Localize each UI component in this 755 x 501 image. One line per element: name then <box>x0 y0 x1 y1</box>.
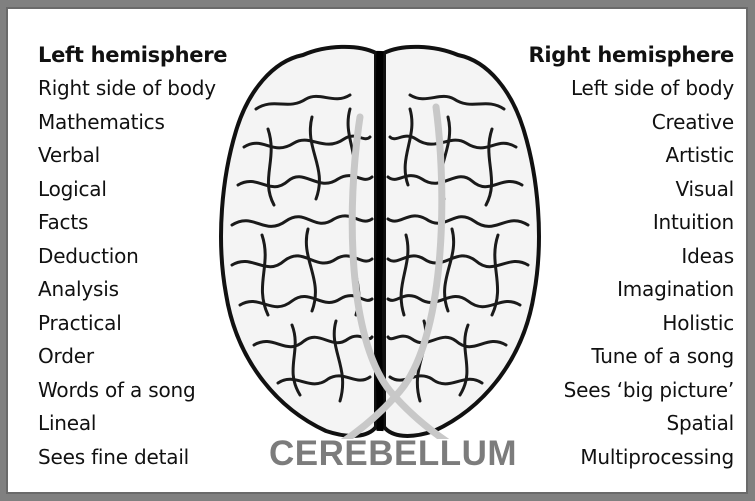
left-item: Right side of body <box>38 72 227 106</box>
left-item: Practical <box>38 307 227 341</box>
left-item: Verbal <box>38 139 227 173</box>
left-item: Deduction <box>38 240 227 274</box>
right-item: Intuition <box>529 206 735 240</box>
right-item: Holistic <box>529 307 735 341</box>
right-item: Imagination <box>529 273 735 307</box>
right-hemisphere-list: Right hemisphere Left side of body Creat… <box>529 39 735 474</box>
left-item: Lineal <box>38 407 227 441</box>
left-item: Analysis <box>38 273 227 307</box>
left-hemisphere-heading: Left hemisphere <box>38 39 227 72</box>
left-hemisphere-list: Left hemisphere Right side of body Mathe… <box>38 39 227 474</box>
diagram-panel: Left hemisphere Right side of body Mathe… <box>6 7 748 494</box>
right-item: Visual <box>529 173 735 207</box>
cerebellum-label: CEREBELLUM <box>248 434 538 474</box>
right-item: Multiprocessing <box>529 441 735 475</box>
brain-illustration <box>208 39 553 439</box>
right-item: Sees ‘big picture’ <box>529 374 735 408</box>
right-hemisphere-heading: Right hemisphere <box>529 39 735 72</box>
left-item: Order <box>38 340 227 374</box>
right-item: Tune of a song <box>529 340 735 374</box>
left-item: Logical <box>38 173 227 207</box>
right-item: Ideas <box>529 240 735 274</box>
left-item: Words of a song <box>38 374 227 408</box>
right-item: Artistic <box>529 139 735 173</box>
right-item: Left side of body <box>529 72 735 106</box>
left-item: Facts <box>38 206 227 240</box>
right-item: Spatial <box>529 407 735 441</box>
left-item: Mathematics <box>38 106 227 140</box>
left-item: Sees fine detail <box>38 441 227 475</box>
right-item: Creative <box>529 106 735 140</box>
